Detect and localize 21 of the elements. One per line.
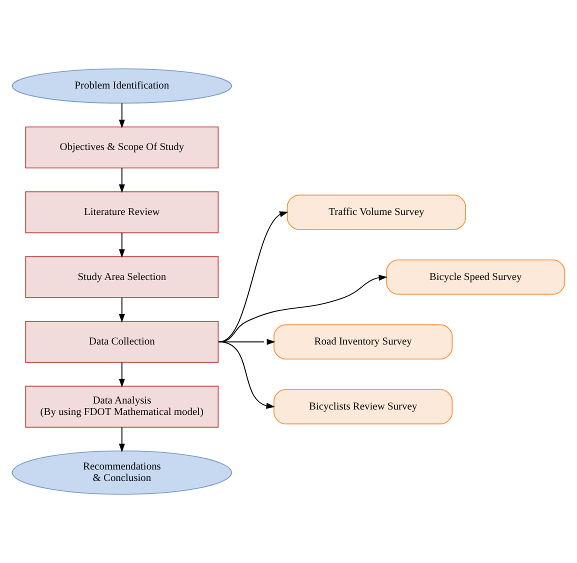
arrow — [118, 362, 125, 388]
node-ellipse: Recommendations & Conclusion — [12, 450, 232, 495]
node-box: Road Inventory Survey — [273, 324, 453, 360]
node-box: Study Area Selection — [25, 256, 219, 298]
node-box: Bicyclists Review Survey — [273, 389, 453, 424]
arrow — [118, 297, 125, 323]
arrow — [118, 426, 125, 452]
node-box: Objectives & Scope Of Study — [25, 126, 219, 168]
arrow — [218, 211, 288, 342]
arrow — [118, 232, 125, 258]
arrow — [218, 274, 388, 342]
node-box: Literature Review — [25, 191, 219, 234]
arrow — [118, 167, 125, 193]
node-box: Data Collection — [25, 320, 219, 363]
arrow — [218, 338, 276, 345]
node-box: Bicycle Speed Survey — [386, 259, 566, 295]
node-ellipse: Problem Identification — [12, 68, 232, 104]
node-box: Data Analysis (By using FDOT Mathematical model) — [25, 386, 219, 428]
arrow — [218, 341, 275, 409]
node-box: Traffic Volume Survey — [286, 194, 466, 230]
arrow — [118, 102, 125, 128]
